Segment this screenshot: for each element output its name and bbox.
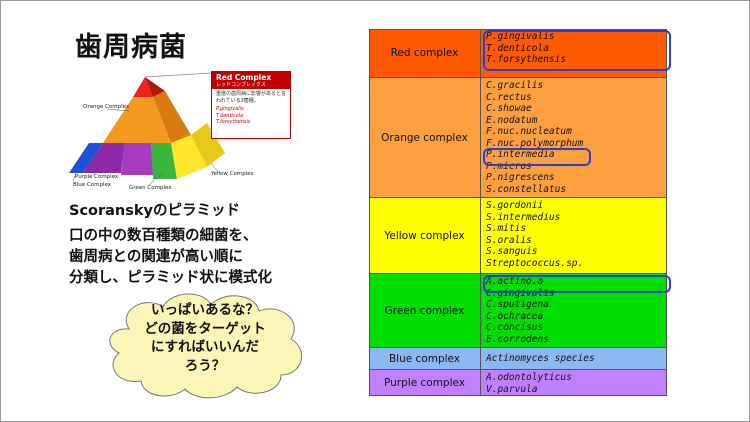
complex-name: Purple complex <box>369 370 481 395</box>
pyramid-face-purple <box>83 143 125 173</box>
slide-title: 歯周病菌 <box>75 32 187 63</box>
species-name: S.constellatus <box>486 183 567 195</box>
species-name: S.mitis <box>486 223 527 234</box>
species-name: A.odontolyticus <box>486 372 572 383</box>
callout-species: T.denticola <box>216 112 244 119</box>
pyramid-label-orange: Orange Complex <box>83 104 130 110</box>
species-name: C.gingivalis <box>486 287 555 299</box>
pyramid-subtitle: Scoranskyのピラミッド <box>69 203 240 219</box>
thought-cloud <box>109 293 302 399</box>
species-name: C.sputigena <box>486 299 549 310</box>
cloud-line: いっぱいあるな？ <box>151 302 259 318</box>
highlight-red-species <box>483 30 671 71</box>
species-name: S.gordonii <box>486 200 544 211</box>
complex-name: Yellow complex <box>369 198 481 273</box>
pyramid-face-yellow-side <box>191 123 225 167</box>
species-name: T.denticola <box>486 42 549 54</box>
species-name: T.forsythensis <box>486 54 567 65</box>
species-name: C.ochracea <box>486 310 544 322</box>
species-name: P.intermedia <box>486 149 555 160</box>
species-name: C.showae <box>486 103 532 114</box>
pyramid-label-yellow: Yellow Complex <box>211 171 254 177</box>
cloud-line: にすればいいんだ <box>150 339 260 355</box>
pyramid-face-red-right <box>145 77 165 97</box>
callout-species: P.gingivalis <box>216 106 244 112</box>
pyramid-label-blue: Blue Complex <box>73 182 112 188</box>
complex-species-list: Actinomyces species <box>481 348 667 369</box>
red-complex-callout: Red Complex レッドコンプレックス 重度の歯周病に影響があると言われて… <box>211 71 291 139</box>
species-name: C.rectus <box>486 91 532 103</box>
complex-name: Blue complex <box>369 348 481 369</box>
species-name: Streptococcus.sp. <box>486 257 584 269</box>
complex-row: Blue complex Actinomyces species <box>369 348 667 370</box>
highlight-p-intermedia <box>483 148 591 166</box>
species-name: C.concisus <box>486 322 544 333</box>
pyramid-face-blue <box>69 143 103 173</box>
species-name: P.nigrescens <box>486 172 555 183</box>
species-name: S.oralis <box>486 234 532 246</box>
pyramid-face-orange-right <box>153 91 191 143</box>
species-name: A.actino.a <box>486 276 544 287</box>
species-name: Actinomyces species <box>486 352 595 364</box>
description-line: 口の中の数百種類の細菌を、 <box>69 228 258 244</box>
species-name: S.sanguis <box>486 246 538 257</box>
species-name: F.nuc.polymorphum <box>486 137 584 149</box>
species-name: E.corrodens <box>486 333 549 345</box>
description: 口の中の数百種類の細菌を、 歯周病との関連が高い順に 分類し、ピラミッド状に模式… <box>69 226 272 289</box>
cloud-text: いっぱいあるな？ どの菌をターゲット にすればいいんだ ろう？ <box>119 301 291 375</box>
description-line: 分類し、ピラミッド状に模式化 <box>69 270 272 286</box>
pyramid-face-yellow-front <box>171 135 207 179</box>
callout-description: 重度の歯周病に影響があると言われている3菌種。 <box>216 91 287 104</box>
species-name: P.gingivalis <box>486 31 555 42</box>
pyramid-face-green <box>151 143 177 179</box>
scoransky-pyramid <box>69 72 225 186</box>
callout-subtitle: レッドコンプレックス <box>212 82 290 89</box>
complex-name: Green complex <box>369 274 481 347</box>
complex-name: Red complex <box>369 29 481 77</box>
pyramid-face-orange-left <box>103 97 171 143</box>
pyramid-label-purple: Purple Complex <box>75 174 119 180</box>
cloud-line: ろう？ <box>184 357 226 374</box>
description-line: 歯周病との関連が高い順に <box>69 249 243 265</box>
cloud-line: どの菌をターゲット <box>144 320 266 337</box>
complex-name: Orange complex <box>369 78 481 197</box>
species-name: S.intermedius <box>486 211 561 223</box>
highlight-a-actino <box>483 275 671 293</box>
callout-title: Red Complex <box>212 72 290 82</box>
pyramid-face-purple-front <box>121 143 153 175</box>
pyramid-face-red-left <box>133 77 153 97</box>
species-name: P.micros <box>486 160 532 172</box>
species-name: E.nodatum <box>486 114 538 126</box>
species-name: F.nuc.nucleatum <box>486 126 572 137</box>
species-name: V.parvula <box>486 383 538 395</box>
callout-species: T.forsythensis <box>216 119 251 125</box>
species-name: C.gracilis <box>486 80 544 91</box>
pyramid-label-green: Green Complex <box>129 185 172 191</box>
